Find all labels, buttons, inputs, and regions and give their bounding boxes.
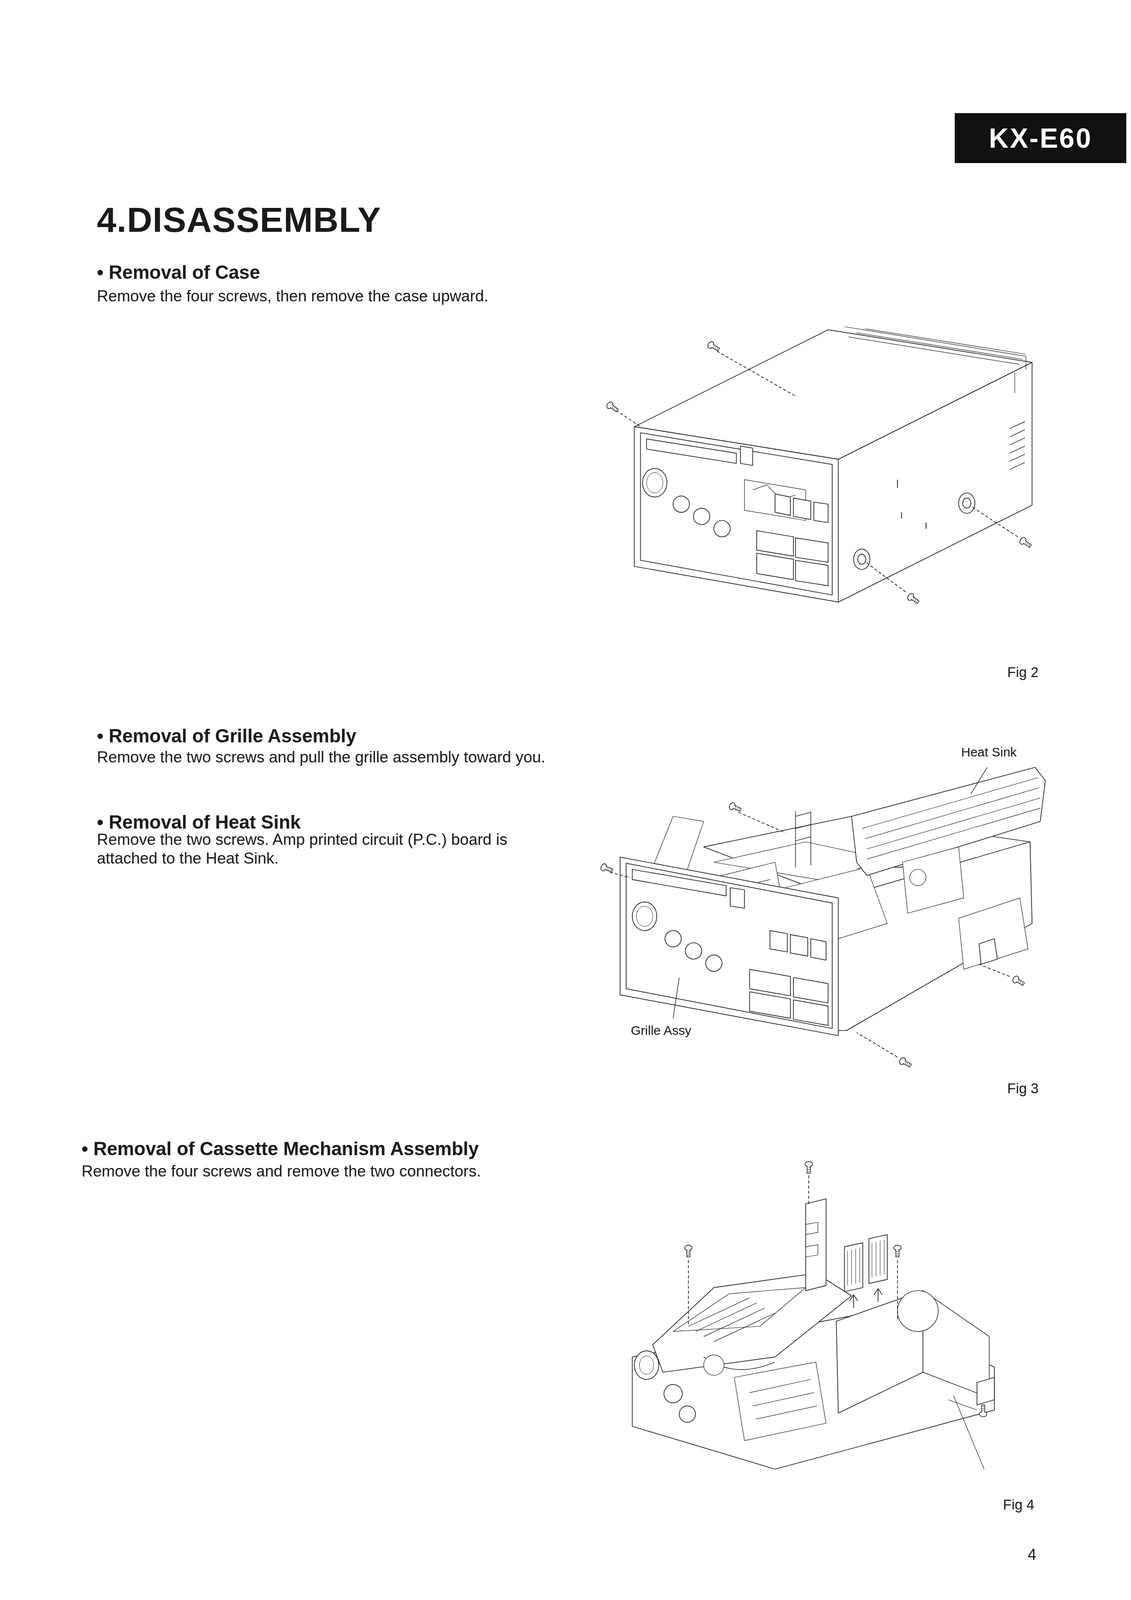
section-heading: • Removal of Cassette Mechanism Assembly: [81, 1137, 479, 1161]
instruction-text: Remove the four screws, then remove the …: [96, 286, 652, 306]
figure-number: Fig 2: [1007, 663, 1039, 681]
page-title: 4.DISASSEMBLY: [96, 198, 382, 241]
instruction-text: Remove the two screws. Amp printed circu…: [96, 830, 567, 869]
part-name: Grille Assy: [630, 1022, 692, 1038]
section-heading: • Removal of Heat Sink: [96, 810, 301, 834]
section-heading: • Removal of Grille Assembly: [96, 724, 357, 748]
instruction-text: Remove the two screws and pull the grill…: [96, 747, 567, 767]
part-name: Heat Sink: [961, 744, 1017, 760]
section-heading: • Removal of Case: [96, 261, 260, 284]
model-name: KX-E60: [988, 122, 1093, 155]
model-badge: KX-E60: [954, 113, 1127, 164]
chassis-figure: [600, 767, 1046, 1069]
figure-number: Fig 3: [1007, 1079, 1039, 1097]
case-figure: [605, 326, 1033, 606]
page-number: 4: [1027, 1544, 1037, 1564]
figure-number: Fig 4: [1002, 1495, 1035, 1513]
instruction-text: Remove the four screws and remove the tw…: [81, 1161, 637, 1181]
mechanism-figure: [632, 1161, 995, 1470]
